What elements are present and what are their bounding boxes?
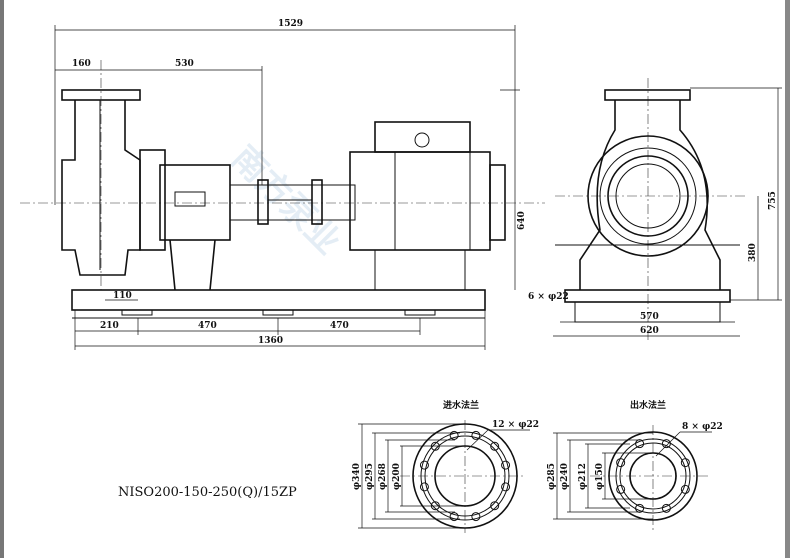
outlet-dia-150: φ150	[595, 463, 605, 490]
left-border	[0, 0, 4, 558]
bolt-hole	[419, 482, 429, 492]
outlet-flange-title: 出水法兰	[630, 399, 666, 411]
dim-1360: 1360	[258, 336, 283, 346]
inlet-bolt-holes	[419, 430, 511, 522]
inlet-dia-200: φ200	[392, 463, 402, 490]
outlet-dia-285: φ285	[547, 463, 557, 490]
outlet-dia-212: φ212	[578, 463, 588, 490]
bolt-hole	[501, 460, 511, 470]
bolt-hole	[680, 484, 690, 494]
outlet-bolt-holes	[616, 439, 690, 513]
right-border	[785, 0, 790, 558]
dim-530: 530	[175, 59, 194, 69]
bolt-hole	[501, 482, 511, 492]
end-view: 570 620 6 × φ22 755 380	[528, 78, 782, 340]
bolt-hole	[490, 501, 500, 511]
bolt-hole	[616, 484, 626, 494]
side-view: 1529 160 530 640 110 210 470 470 1360	[20, 19, 545, 350]
dim-755: 755	[768, 191, 778, 210]
dim-380: 380	[748, 243, 758, 262]
outlet-dia-240: φ240	[560, 463, 570, 490]
inlet-flange: 进水法兰 12 × φ22 φ340 φ295 φ268 φ200	[352, 399, 539, 533]
bolt-hole	[661, 439, 671, 449]
dim-640: 640	[517, 211, 527, 230]
dim-470-a: 470	[198, 321, 217, 331]
inlet-bolts: 12 × φ22	[492, 420, 539, 430]
dim-1529: 1529	[278, 19, 303, 29]
inlet-dia-295: φ295	[365, 463, 375, 490]
bolt-hole	[471, 512, 481, 522]
dim-210: 210	[100, 321, 119, 331]
bolt-hole	[635, 439, 645, 449]
bolt-hole	[680, 458, 690, 468]
bolt-hole	[449, 512, 459, 522]
bolt-hole	[661, 503, 671, 513]
bolt-hole	[490, 441, 500, 451]
outlet-bolts: 8 × φ22	[682, 422, 723, 432]
dim-470-b: 470	[330, 321, 349, 331]
dim-6xphi22: 6 × φ22	[528, 292, 569, 302]
model-number: NISO200-150-250(Q)/15ZP	[118, 485, 297, 500]
bolt-hole	[419, 460, 429, 470]
bolt-hole	[471, 430, 481, 440]
dim-160: 160	[72, 59, 91, 69]
dim-620: 620	[640, 326, 659, 336]
inlet-flange-title: 进水法兰	[443, 399, 479, 411]
inlet-dia-340: φ340	[352, 463, 362, 490]
dim-570: 570	[640, 312, 659, 322]
bolt-hole	[616, 458, 626, 468]
inlet-dia-268: φ268	[378, 463, 388, 490]
bolt-hole	[449, 430, 459, 440]
dim-110: 110	[113, 291, 132, 301]
outlet-flange: 出水法兰 8 × φ22 φ285 φ240 φ212 φ150	[547, 399, 723, 530]
bolt-hole	[635, 503, 645, 513]
